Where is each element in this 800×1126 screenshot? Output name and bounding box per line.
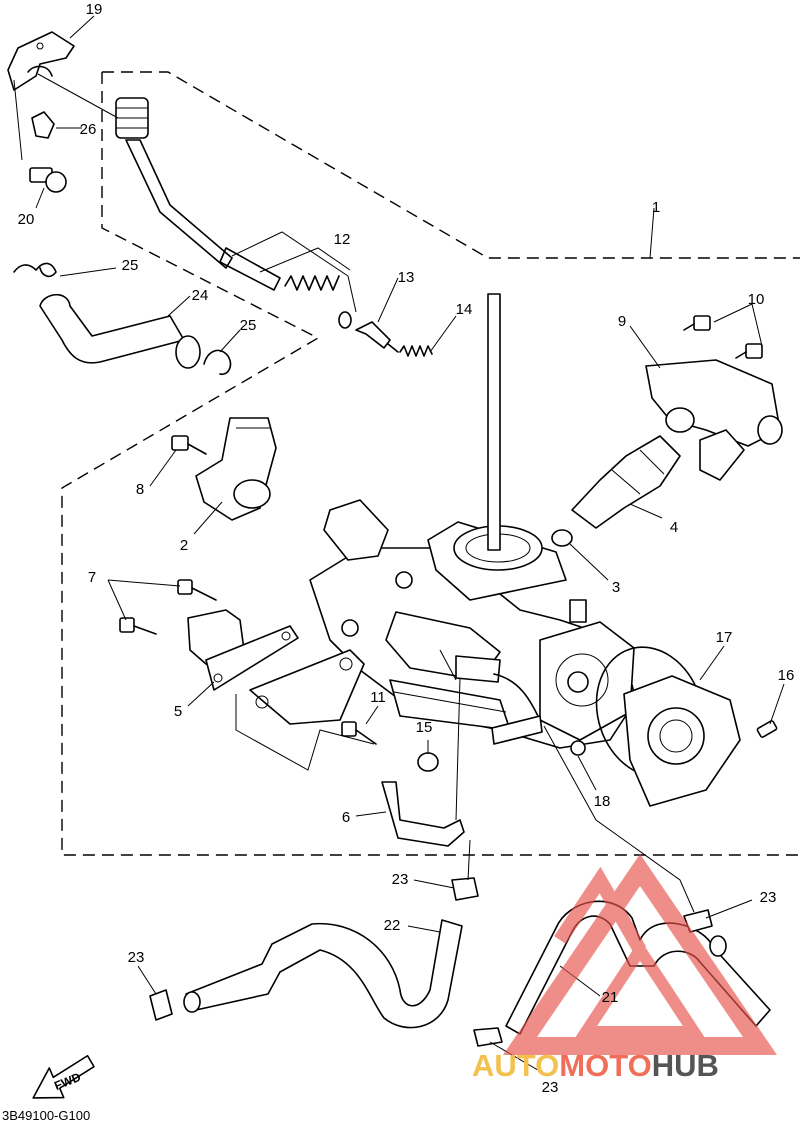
callout-14: 14	[456, 301, 473, 318]
screw-10b	[735, 343, 763, 359]
callout-11: 11	[370, 689, 386, 706]
clamp	[31, 111, 55, 139]
callout-6: 6	[342, 809, 350, 826]
nut-15	[417, 752, 439, 772]
fuel-joint	[645, 359, 783, 481]
small-spring	[399, 345, 433, 357]
plunger	[355, 321, 399, 353]
callout-23-d: 23	[542, 1079, 559, 1096]
callout-4: 4	[670, 519, 678, 536]
injector	[571, 435, 681, 529]
bolt-20	[29, 167, 67, 193]
callout-23-c: 23	[128, 949, 145, 966]
callout-15: 15	[416, 719, 433, 736]
callout-23-a: 23	[392, 871, 409, 888]
callout-8: 8	[136, 481, 144, 498]
clamp-23a	[451, 877, 479, 901]
callout-20: 20	[18, 211, 35, 228]
watermark-triangle-outer	[502, 854, 778, 1055]
callout-25-mid: 25	[240, 317, 257, 334]
wire-clip-mid	[203, 349, 232, 376]
hose-22	[183, 919, 463, 1029]
callout-5: 5	[174, 703, 182, 720]
throttle-body	[309, 293, 637, 749]
throttle-cable	[115, 97, 281, 291]
spring	[284, 275, 352, 329]
watermark-moto: MOTO	[559, 1048, 651, 1083]
callout-25-top: 25	[122, 257, 139, 274]
callout-21: 21	[602, 989, 619, 1006]
bracket-plate	[249, 649, 365, 725]
callout-13: 13	[398, 269, 415, 286]
screw-16	[756, 720, 778, 738]
sensor-5	[187, 609, 299, 691]
leader-lines	[35, 15, 785, 1077]
screw-7b	[119, 617, 157, 635]
callout-22: 22	[384, 917, 401, 934]
callout-19: 19	[86, 1, 103, 18]
watermark-auto: AUTO	[472, 1048, 559, 1083]
callout-17: 17	[716, 629, 733, 646]
cover-plate	[623, 675, 741, 807]
watermark-hub: HUB	[652, 1048, 719, 1083]
hose-24	[39, 293, 201, 369]
callout-16: 16	[778, 667, 795, 684]
watermark-logo	[502, 854, 778, 1055]
callout-18: 18	[594, 793, 611, 810]
screw-11	[341, 721, 377, 745]
clamp-23c	[149, 989, 173, 1021]
wire-clip-top	[13, 262, 57, 278]
screw-8	[171, 435, 207, 455]
screw-7a	[177, 579, 217, 601]
hose-6	[381, 781, 465, 847]
drawing-code: 3B49100-G100	[2, 1108, 90, 1123]
throttle-position-sensor	[195, 417, 277, 521]
callout-23-b: 23	[760, 889, 777, 906]
cable-bracket	[7, 31, 75, 161]
callout-24: 24	[192, 287, 209, 304]
fwd-label: FWD	[52, 1070, 83, 1093]
screw-10a	[683, 315, 711, 331]
callout-9: 9	[618, 313, 626, 330]
watermark-m-left	[554, 866, 647, 954]
watermark-triangle-inner	[574, 939, 706, 1038]
assembly-outline-1	[61, 71, 800, 856]
fwd-arrow	[32, 1054, 95, 1099]
callout-numbers: 19 26 20 12 1 25 13 24 10 14 25 9 8 4 2 …	[18, 1, 795, 1096]
callout-1: 1	[652, 199, 660, 216]
callout-12: 12	[334, 231, 351, 248]
callout-3: 3	[612, 579, 620, 596]
callout-7: 7	[88, 569, 96, 586]
callout-26: 26	[80, 121, 97, 138]
callout-10: 10	[748, 291, 765, 308]
watermark-text: AUTOMOTOHUB	[472, 1048, 719, 1083]
seal	[551, 529, 573, 547]
callout-2: 2	[180, 537, 188, 554]
nut-18	[570, 740, 586, 756]
clamp-23d	[473, 1027, 503, 1047]
